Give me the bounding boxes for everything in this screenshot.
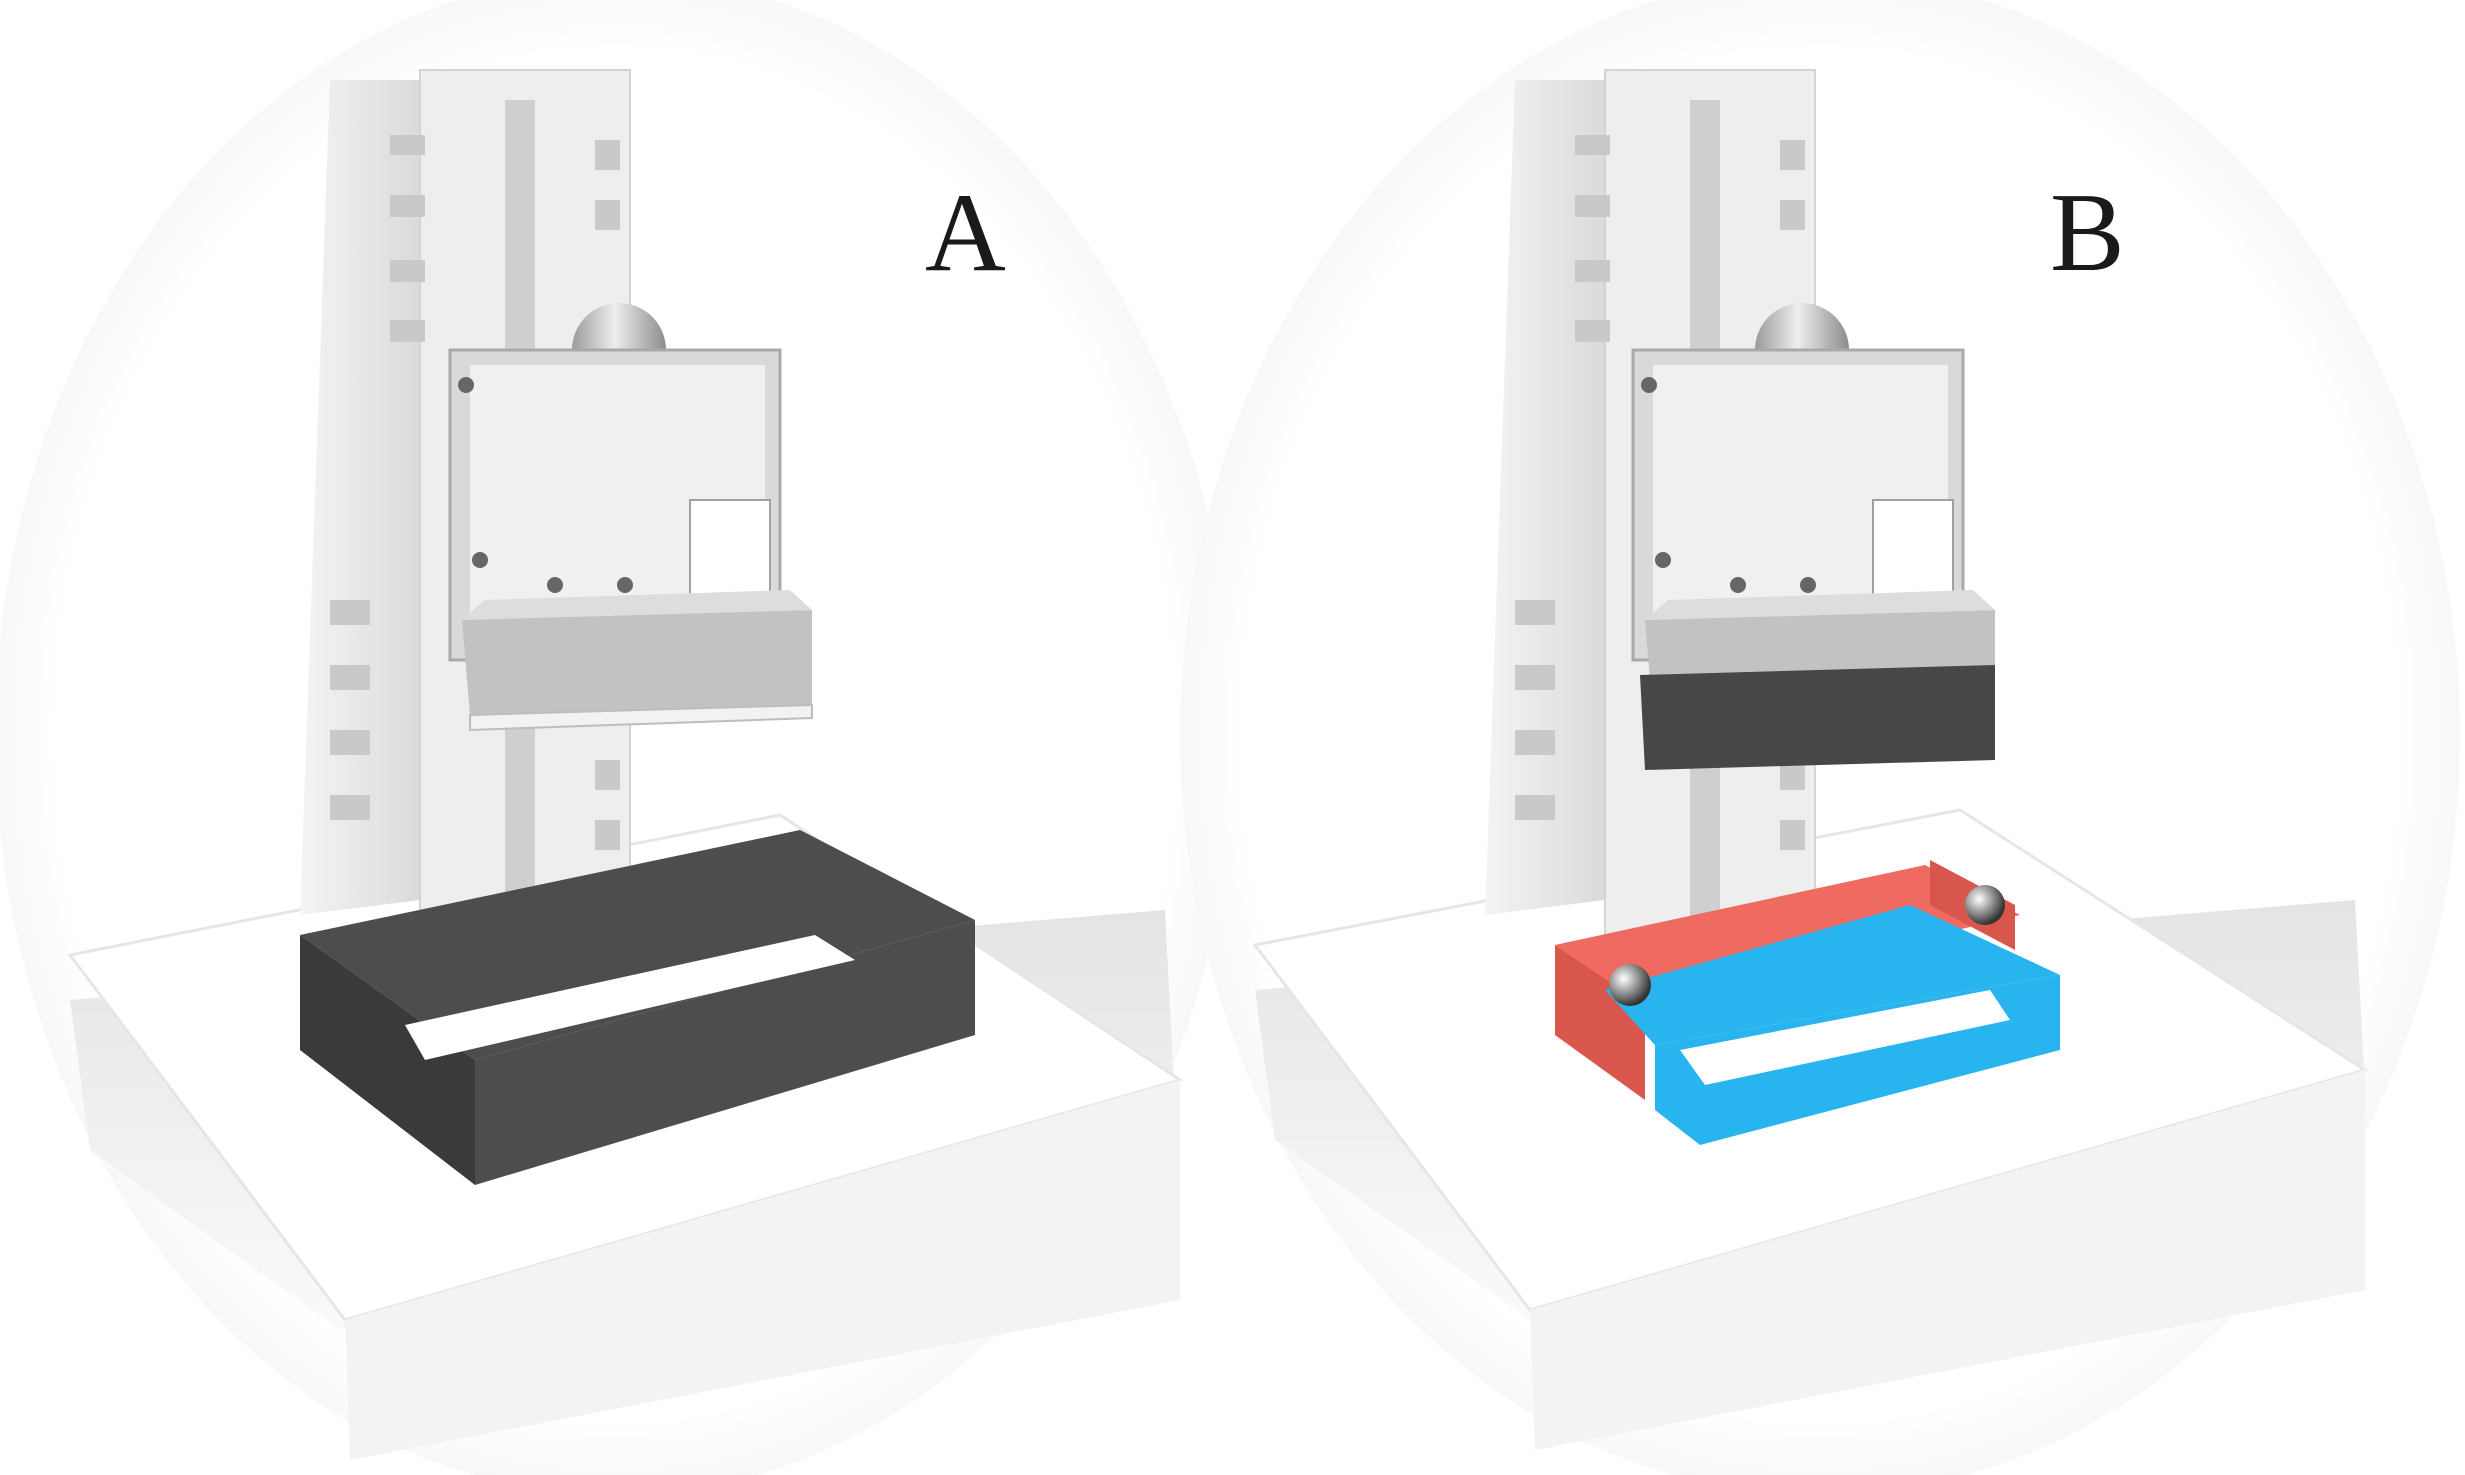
build-platform (462, 590, 813, 732)
build-platform-carriage (448, 303, 782, 662)
alignment-ball-left (1609, 964, 1651, 1006)
build-platform-carriage-b (1631, 303, 1965, 662)
panel-a: A (67, 69, 1184, 1460)
panel-label-a: A (925, 171, 1006, 295)
leveling-knob-b (1755, 303, 1849, 350)
panel-label-b: B (2050, 171, 2125, 295)
platform-pad (1640, 665, 1995, 770)
alignment-ball-right (1965, 885, 2005, 925)
resin-vat-b (1605, 905, 2060, 1145)
panel-b: B (1252, 69, 2369, 1450)
build-platform-b (1640, 590, 1995, 770)
leveling-knob (572, 303, 666, 350)
resin-vat (300, 830, 975, 1185)
